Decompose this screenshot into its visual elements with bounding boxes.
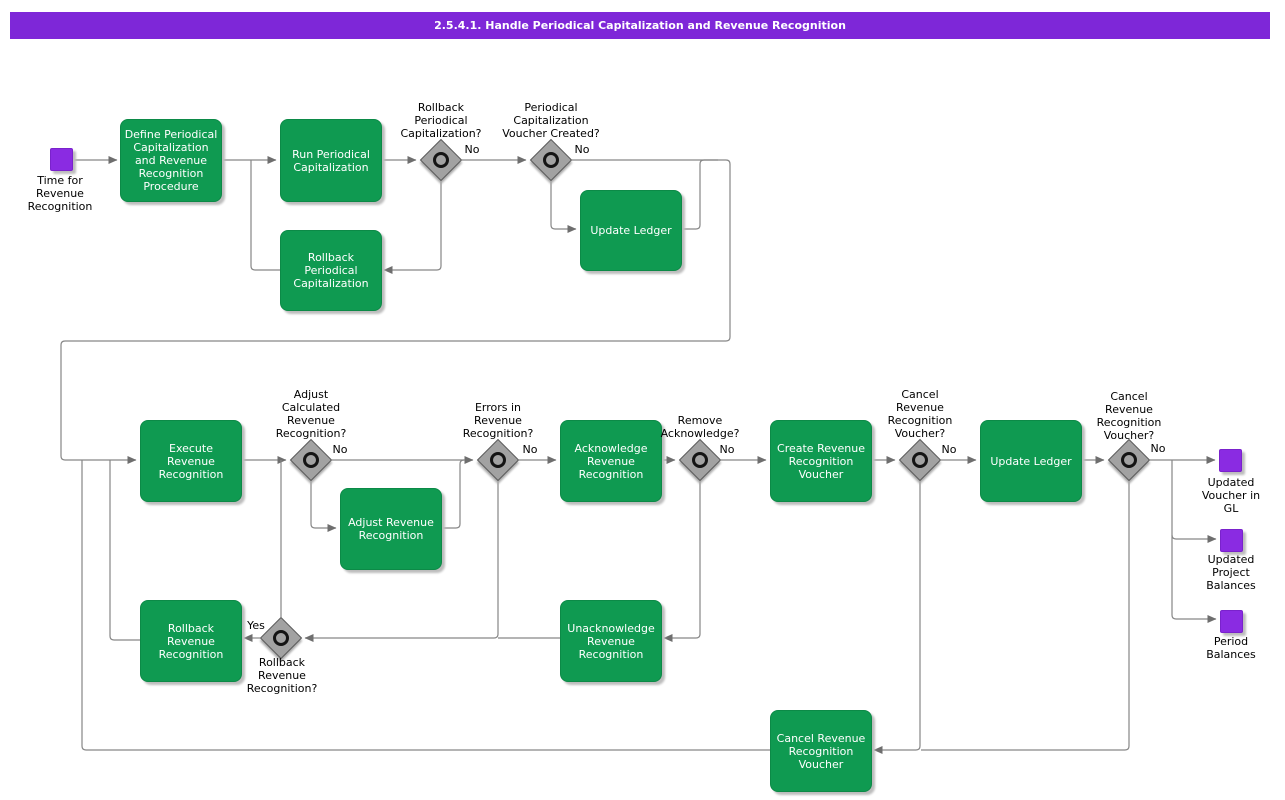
gateway-errors-in-revenue — [476, 438, 520, 482]
edge-label-no-errors: No — [522, 443, 538, 456]
task-rollback-revenue-recognition-label: Rollback Revenue Recognition — [158, 621, 224, 661]
decision-circle-icon — [303, 452, 319, 468]
question-remove-acknowledge: Remove Acknowledge? — [660, 414, 740, 440]
decision-circle-icon — [433, 152, 449, 168]
decision-circle-icon — [490, 452, 506, 468]
task-run-periodical-capitalization[interactable]: Run Periodical Capitalization — [280, 119, 382, 202]
decision-circle-icon — [692, 452, 708, 468]
task-create-revenue-recognition-voucher[interactable]: Create Revenue Recognition Voucher — [770, 420, 872, 502]
end-event-period-balances — [1220, 610, 1243, 633]
task-define-procedure-label: Define Periodical Capitalization and Rev… — [124, 128, 218, 193]
gateway-voucher-created — [529, 138, 573, 182]
task-acknowledge-revenue-recognition[interactable]: Acknowledge Revenue Recognition — [560, 420, 662, 502]
decision-circle-icon — [1121, 452, 1137, 468]
question-adjust-calculated: Adjust Calculated Revenue Recognition? — [275, 388, 347, 440]
task-cancel-revenue-recognition-voucher-label: Cancel Revenue Recognition Voucher — [776, 731, 866, 771]
gateway-rollback-periodical — [419, 138, 463, 182]
edge-label-no-cancel-2: No — [1150, 442, 1166, 455]
task-execute-revenue-recognition-label: Execute Revenue Recognition — [158, 441, 224, 481]
end-event-period-balances-label: Period Balances — [1206, 635, 1256, 661]
start-event-square — [50, 148, 73, 171]
decision-circle-icon — [912, 452, 928, 468]
task-update-ledger-1-label: Update Ledger — [590, 224, 672, 237]
question-errors-in-revenue: Errors in Revenue Recognition? — [462, 401, 534, 440]
edge-label-no-remove: No — [719, 443, 735, 456]
task-adjust-revenue-recognition[interactable]: Adjust Revenue Recognition — [340, 488, 442, 570]
edge-label-no-rollback-periodical: No — [464, 143, 480, 156]
gateway-cancel-voucher-1 — [898, 438, 942, 482]
end-event-project-balances — [1220, 529, 1243, 552]
question-rollback-revenue: Rollback Revenue Recognition? — [246, 656, 318, 695]
task-update-ledger-2-label: Update Ledger — [990, 454, 1072, 468]
task-cancel-revenue-recognition-voucher[interactable]: Cancel Revenue Recognition Voucher — [770, 710, 872, 792]
question-cancel-voucher-1: Cancel Revenue Recognition Voucher? — [887, 388, 953, 440]
question-cancel-voucher-2: Cancel Revenue Recognition Voucher? — [1096, 390, 1162, 442]
edge-label-no-voucher-created: No — [574, 143, 590, 156]
task-rollback-periodical-capitalization[interactable]: Rollback Periodical Capitalization — [280, 230, 382, 311]
task-run-periodical-capitalization-label: Run Periodical Capitalization — [292, 147, 370, 174]
task-create-revenue-recognition-voucher-label: Create Revenue Recognition Voucher — [777, 441, 865, 481]
task-update-ledger-1[interactable]: Update Ledger — [580, 190, 682, 271]
gateway-remove-acknowledge — [678, 438, 722, 482]
end-event-voucher-gl — [1219, 449, 1242, 472]
task-rollback-revenue-recognition[interactable]: Rollback Revenue Recognition — [140, 600, 242, 682]
decision-circle-icon — [273, 630, 289, 646]
gateway-adjust-calculated — [289, 438, 333, 482]
start-event-label: Time for Revenue Recognition — [27, 174, 93, 213]
end-event-voucher-gl-label: Updated Voucher in GL — [1201, 476, 1261, 515]
question-rollback-periodical: Rollback Periodical Capitalization? — [400, 101, 482, 140]
task-acknowledge-revenue-recognition-label: Acknowledge Revenue Recognition — [574, 441, 648, 481]
task-unacknowledge-revenue-recognition-label: Unacknowledge Revenue Recognition — [567, 621, 655, 661]
task-define-procedure[interactable]: Define Periodical Capitalization and Rev… — [120, 119, 222, 202]
gateway-cancel-voucher-2 — [1107, 438, 1151, 482]
end-event-project-balances-label: Updated Project Balances — [1206, 553, 1256, 592]
decision-circle-icon — [543, 152, 559, 168]
task-unacknowledge-revenue-recognition[interactable]: Unacknowledge Revenue Recognition — [560, 600, 662, 682]
task-execute-revenue-recognition[interactable]: Execute Revenue Recognition — [140, 420, 242, 502]
edge-label-yes-rollback-revenue: Yes — [247, 619, 265, 632]
task-rollback-periodical-capitalization-label: Rollback Periodical Capitalization — [293, 251, 369, 290]
question-voucher-created: Periodical Capitalization Voucher Create… — [502, 101, 600, 140]
task-update-ledger-2[interactable]: Update Ledger — [980, 420, 1082, 502]
gateway-rollback-revenue — [259, 616, 303, 660]
task-adjust-revenue-recognition-label: Adjust Revenue Recognition — [348, 516, 434, 542]
page-title: 2.5.4.1. Handle Periodical Capitalizatio… — [10, 12, 1270, 39]
edge-label-no-cancel-1: No — [941, 443, 957, 456]
edge-label-no-adjust: No — [332, 443, 348, 456]
